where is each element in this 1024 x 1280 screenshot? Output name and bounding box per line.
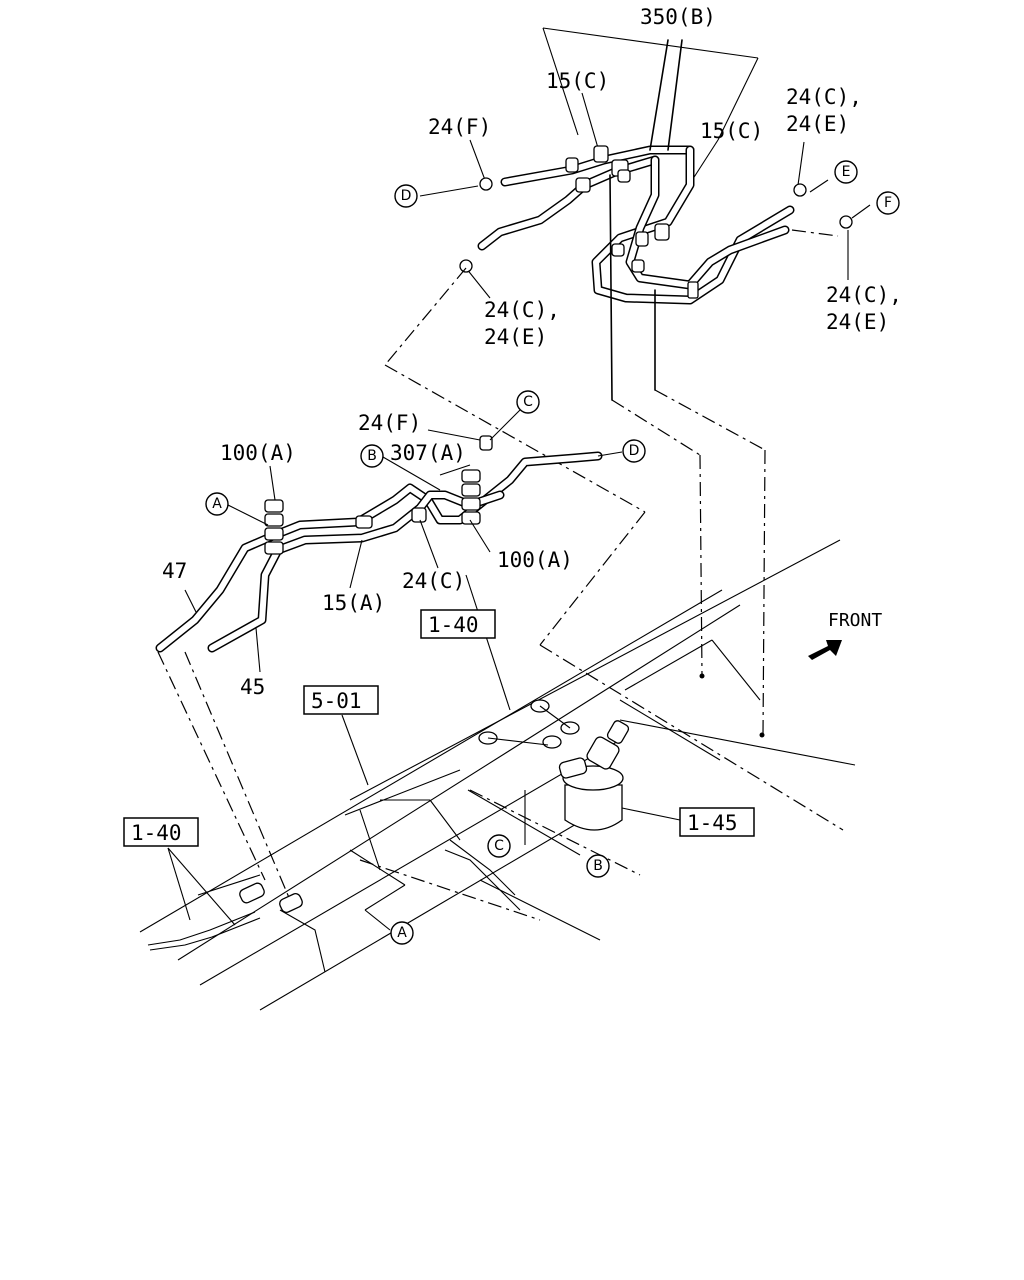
svg-text:1-40: 1-40 [428, 613, 479, 637]
ref-box-1-45: 1-45 [679, 807, 755, 837]
svg-text:1-45: 1-45 [687, 811, 738, 835]
ref-box-5-01: 5-01 [303, 685, 379, 715]
callout-f: F [876, 191, 900, 215]
label-24c-right2: 24(C), [826, 283, 902, 307]
callout-d-top: D [394, 184, 418, 208]
label-24c: 24(C) [402, 569, 465, 593]
label-24f-mid: 24(F) [358, 411, 421, 435]
svg-text:C: C [523, 394, 533, 410]
part-labels: 350(B) 15(C) 15(C) 24(F) 24(C), 24(E) 24… [162, 5, 902, 699]
label-24f-top: 24(F) [428, 115, 491, 139]
svg-text:D: D [401, 188, 412, 204]
callout-c-mid: C [516, 390, 540, 414]
label-307a: 307(A) [390, 441, 466, 465]
svg-text:5-01: 5-01 [311, 689, 362, 713]
front-arrow [808, 640, 842, 660]
upper-tubing [459, 39, 853, 736]
ref-box-1-40-low: 1-40 [123, 817, 199, 847]
label-24e-right1: 24(E) [786, 112, 849, 136]
label-100a-left: 100(A) [220, 441, 296, 465]
callout-b-mid: B [360, 444, 384, 468]
svg-text:F: F [884, 195, 892, 211]
svg-text:B: B [367, 448, 377, 464]
label-15c-mid: 15(C) [700, 119, 763, 143]
label-24e-mid: 24(E) [484, 325, 547, 349]
callout-a-mid: A [205, 492, 229, 516]
svg-text:B: B [593, 858, 603, 874]
label-24c-right1: 24(C), [786, 85, 862, 109]
cross-leaders [384, 267, 844, 831]
svg-text:1-40: 1-40 [131, 821, 182, 845]
callout-b-low: B [586, 854, 610, 878]
label-24c-mid: 24(C), [484, 298, 560, 322]
chassis-frame [139, 539, 856, 1011]
reference-boxes: 1-40 5-01 1-45 1-40 [123, 609, 755, 847]
label-front: FRONT [828, 610, 882, 631]
callout-d-mid: D [622, 439, 646, 463]
svg-text:D: D [629, 443, 640, 459]
callout-a-low: A [390, 921, 414, 945]
middle-tubing [155, 409, 623, 901]
label-100a-right: 100(A) [497, 548, 573, 572]
label-350b: 350(B) [640, 5, 716, 29]
lower-components [167, 574, 765, 931]
label-45: 45 [240, 675, 265, 699]
label-15c-top: 15(C) [546, 69, 609, 93]
callout-e: E [834, 160, 858, 184]
callouts: D E F C D B A C B A [205, 160, 900, 945]
label-24e-right2: 24(E) [826, 310, 889, 334]
svg-text:E: E [842, 164, 851, 180]
svg-text:A: A [212, 496, 222, 512]
callout-c-low: C [487, 834, 511, 858]
ref-box-1-40-mid: 1-40 [420, 609, 496, 639]
label-15a: 15(A) [322, 591, 385, 615]
label-47: 47 [162, 559, 187, 583]
svg-text:C: C [494, 838, 504, 854]
svg-text:A: A [397, 925, 407, 941]
